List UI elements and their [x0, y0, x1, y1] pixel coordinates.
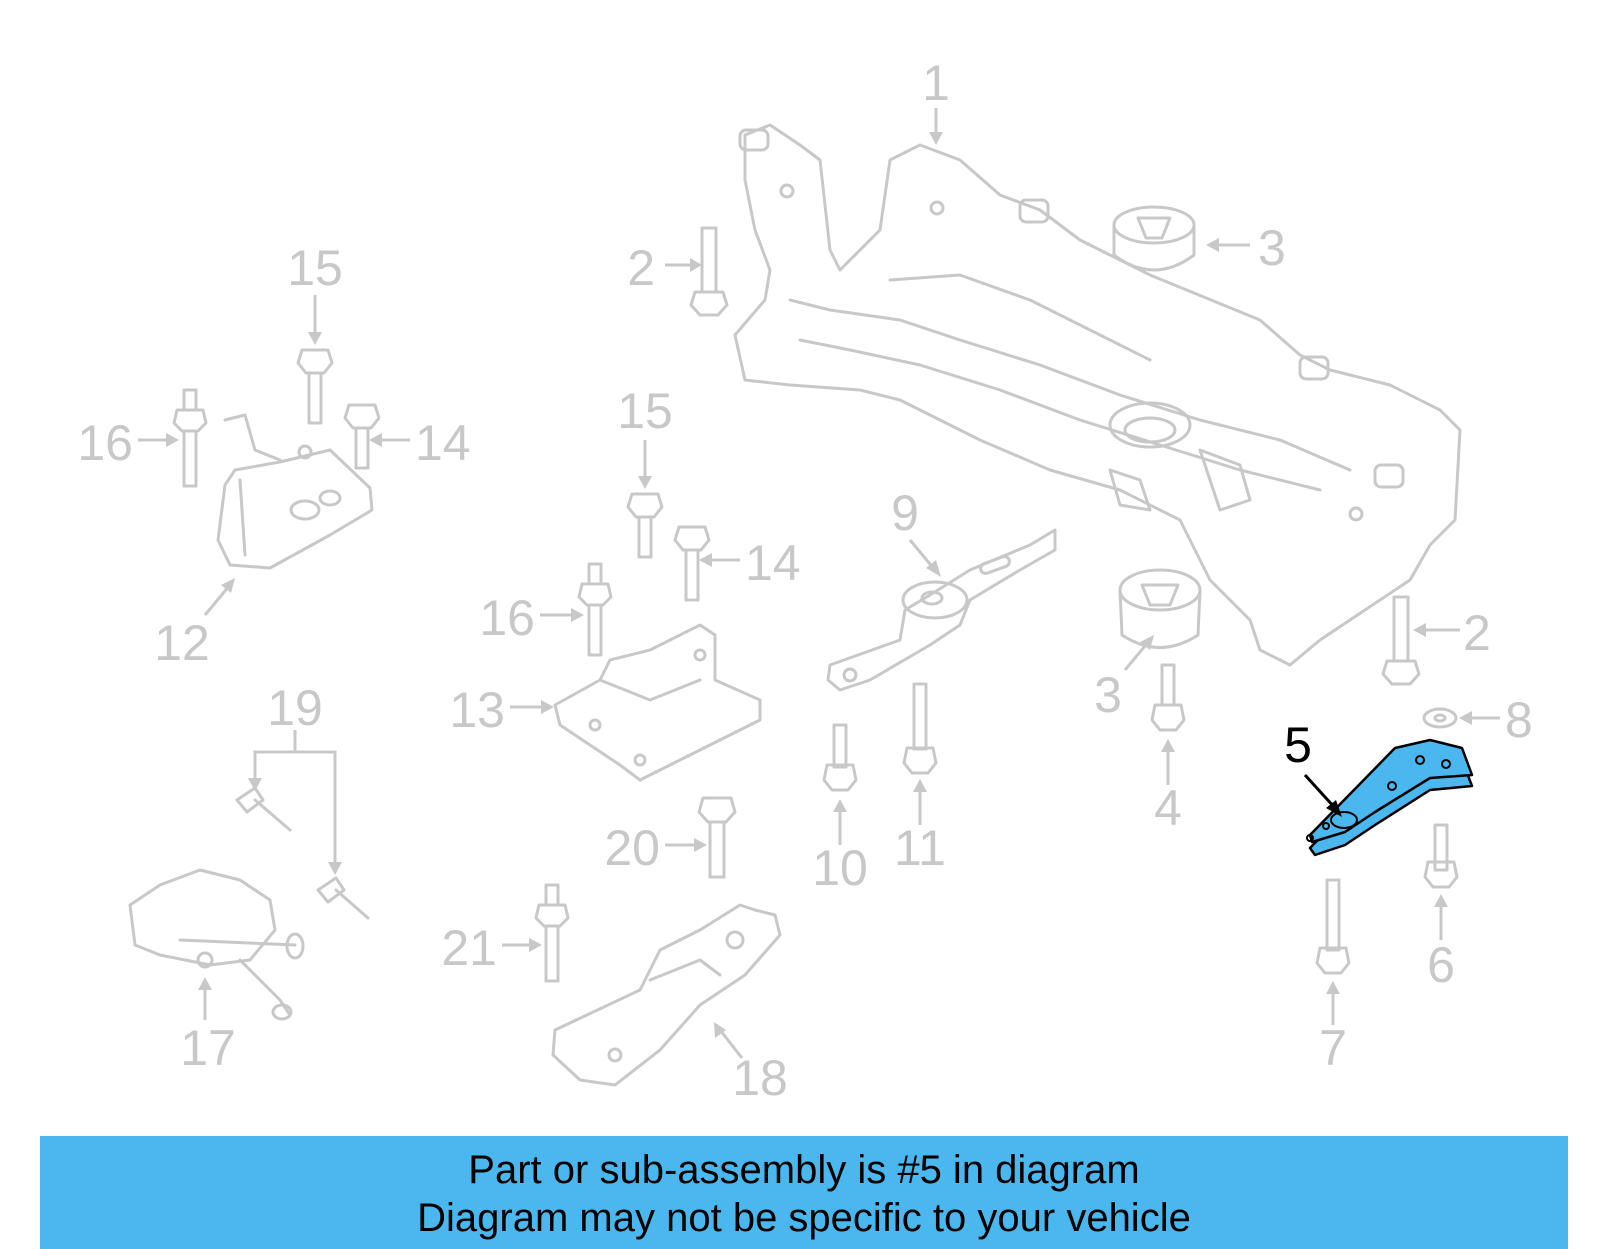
callout-1: 1 [922, 55, 950, 111]
callout-2-left: 2 [627, 240, 655, 296]
bolt-part-6[interactable] [1423, 823, 1459, 889]
callout-8: 8 [1505, 692, 1533, 748]
bolt-part-21[interactable] [534, 883, 570, 983]
bushing-part-3-top[interactable] [1112, 205, 1196, 272]
bolt-part-15-upper[interactable] [296, 348, 334, 425]
engine-mount-part-12[interactable] [216, 413, 374, 570]
bolt-part-10[interactable] [822, 723, 858, 792]
bolt-part-2-right[interactable] [1381, 595, 1421, 686]
arrowhead [929, 132, 943, 145]
bushing-part-3-bottom[interactable] [1118, 568, 1202, 649]
callout-labels: 1 2 2 3 3 4 5 6 7 8 9 10 11 12 13 14 14 … [77, 55, 1532, 1106]
bolt-part-2-left[interactable] [689, 226, 729, 317]
callout-16-upper: 16 [77, 415, 133, 471]
callout-3-top: 3 [1258, 220, 1286, 276]
bracket-part-13[interactable] [553, 623, 762, 782]
bolt-part-14-upper[interactable] [343, 403, 381, 470]
callout-12: 12 [154, 615, 210, 671]
callout-7: 7 [1319, 1020, 1347, 1076]
bolt-part-15-lower[interactable] [626, 492, 664, 559]
banner-line-2: Diagram may not be specific to your vehi… [417, 1196, 1191, 1240]
bolt-part-16-upper[interactable] [172, 388, 208, 488]
callout-18: 18 [732, 1050, 788, 1106]
callout-21: 21 [441, 920, 497, 976]
callout-14-upper: 14 [415, 415, 471, 471]
bolt-set-part-19[interactable] [235, 786, 370, 920]
washer-part-8[interactable] [1422, 707, 1458, 729]
bolt-part-14-lower[interactable] [673, 525, 711, 602]
callout-2-right: 2 [1463, 605, 1491, 661]
plate-part-18[interactable] [551, 903, 782, 1087]
callout-19: 19 [267, 680, 323, 736]
callout-20: 20 [604, 820, 660, 876]
bolt-part-4[interactable] [1150, 663, 1186, 732]
callout-15-upper: 15 [287, 240, 343, 296]
callout-5: 5 [1284, 717, 1312, 773]
callout-13: 13 [449, 682, 505, 738]
callout-11: 11 [894, 820, 946, 876]
callout-4: 4 [1154, 780, 1182, 836]
torque-rod-part-9[interactable] [826, 528, 1057, 692]
callout-14-lower: 14 [745, 535, 801, 591]
bolt-part-16-lower[interactable] [577, 562, 613, 657]
callout-10: 10 [812, 840, 868, 896]
callout-16-lower: 16 [479, 590, 535, 646]
bolt-part-11[interactable] [902, 682, 938, 775]
transmission-mount-part-17[interactable] [128, 868, 305, 1021]
info-banner: Part or sub-assembly is #5 in diagram Di… [40, 1136, 1568, 1249]
subframe-part-1[interactable] [733, 123, 1462, 667]
callout-15-lower: 15 [617, 383, 673, 439]
highlighted-bracket-part-5[interactable] [1306, 738, 1474, 857]
callout-6: 6 [1427, 937, 1455, 993]
callout-17: 17 [180, 1020, 236, 1076]
callout-3-bottom: 3 [1094, 667, 1122, 723]
bolt-part-7[interactable] [1315, 878, 1351, 975]
banner-line-1: Part or sub-assembly is #5 in diagram [468, 1148, 1140, 1192]
bolt-part-20[interactable] [697, 796, 737, 879]
leader-lines [138, 108, 1500, 1059]
callout-9: 9 [891, 485, 919, 541]
